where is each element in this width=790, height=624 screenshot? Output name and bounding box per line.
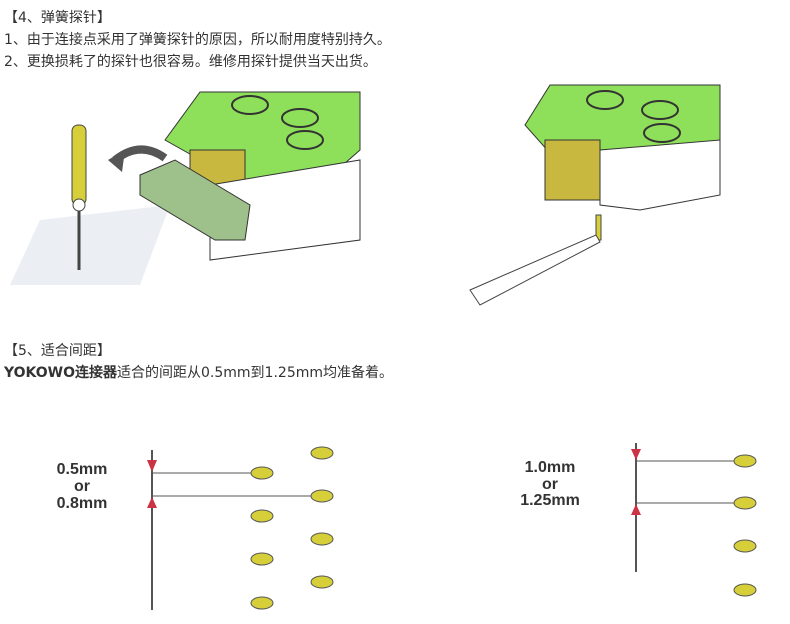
section5-text: 适合的间距从0.5mm到1.25mm均准备着。 bbox=[117, 365, 394, 381]
pitch-right-label-or: or bbox=[542, 476, 558, 493]
pitch-right-label-1: 1.0mm bbox=[525, 459, 576, 476]
pitch-left-label-2: 0.8mm bbox=[57, 495, 108, 512]
pitch-diagram-right: 1.0mm or 1.25mm bbox=[520, 443, 757, 597]
section4-heading: 【4、弹簧探针】 bbox=[4, 10, 111, 26]
pitch-left-label-or: or bbox=[74, 478, 90, 495]
section5-heading: 【5、适合间距】 bbox=[4, 343, 111, 359]
probe-replacement-illustration bbox=[10, 91, 361, 285]
pitch-diagram-left: 0.5mm or 0.8mm bbox=[57, 446, 334, 610]
pitch-left-label-1: 0.5mm bbox=[57, 461, 108, 478]
section4-line-2: 2、更换损耗了的探针也很容易。维修用探针提供当天出货。 bbox=[4, 54, 377, 70]
tweezers-illustration bbox=[469, 84, 721, 306]
section4-line-1: 1、由于连接点采用了弹簧探针的原因，所以耐用度特别持久。 bbox=[4, 32, 391, 48]
pitch-right-label-2: 1.25mm bbox=[520, 492, 580, 509]
section5-line: YOKOWO连接器适合的间距从0.5mm到1.25mm均准备着。 bbox=[4, 364, 393, 382]
brand-name: YOKOWO连接器 bbox=[4, 365, 118, 381]
